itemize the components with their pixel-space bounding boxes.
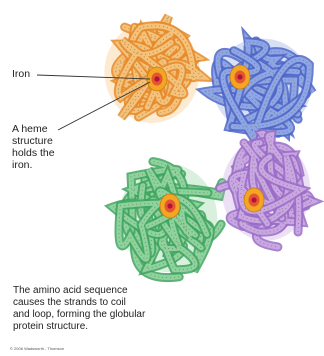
iron-label: Iron (12, 68, 30, 80)
amino-acid-caption: The amino acid sequence causes the stran… (13, 285, 145, 333)
heme-group (160, 194, 180, 218)
green-subunit (113, 162, 222, 278)
heme-label: A heme structure holds the iron. (12, 123, 55, 171)
heme-group (230, 65, 250, 89)
iron-atom (237, 74, 242, 79)
purple-subunit (219, 134, 312, 247)
heme-group (244, 188, 264, 212)
blue-subunit (206, 38, 313, 137)
iron-atom (154, 76, 159, 81)
copyright-credit: © 2006 Wadsworth - Thomson (10, 346, 64, 351)
iron-atom (167, 203, 172, 208)
iron-atom (251, 197, 256, 202)
